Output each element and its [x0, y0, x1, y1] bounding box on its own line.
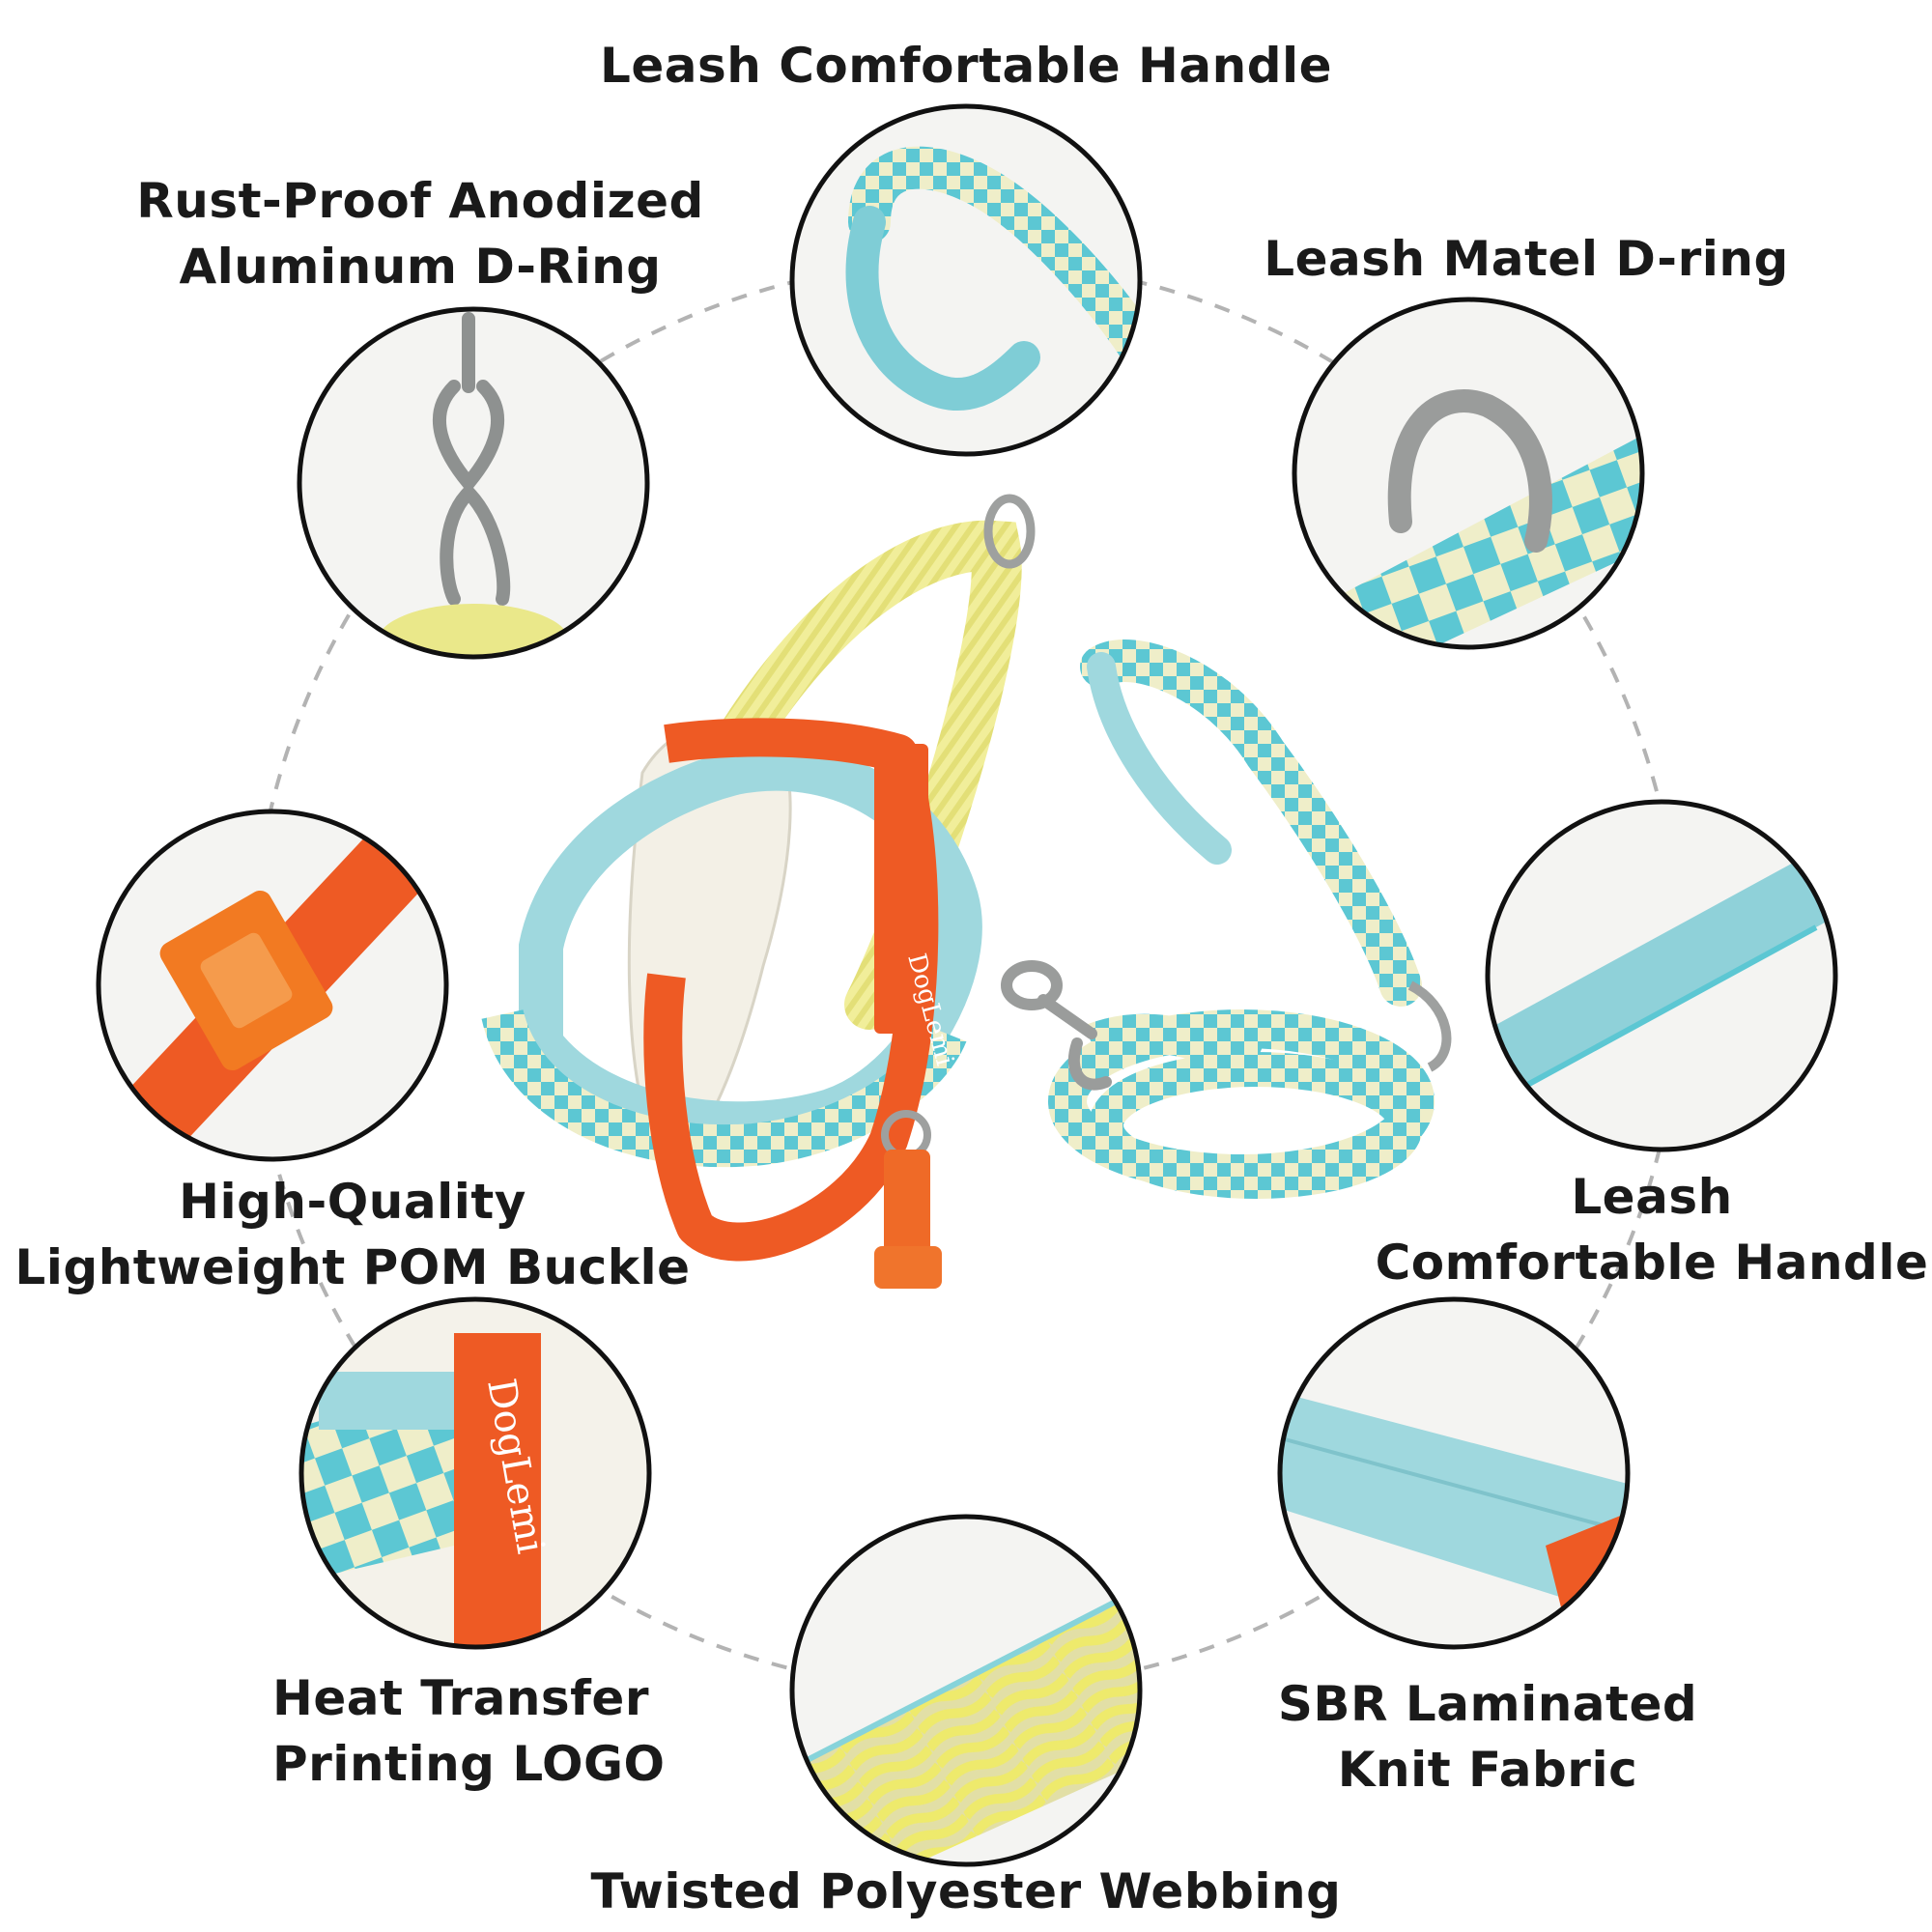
- pom-buckle-closeup: [99, 811, 446, 1159]
- snap-hook-closeup: [299, 309, 647, 657]
- twisted-webbing-closeup: [792, 1517, 1140, 1864]
- label-twisted-webbing: Twisted Polyester Webbing: [590, 1863, 1342, 1919]
- leash-illustration: [1001, 639, 1452, 1199]
- label-pom-buckle: High-Quality Lightweight POM Buckle: [14, 1174, 691, 1295]
- padded-handle-closeup: [1488, 802, 1835, 1150]
- leash-handle-closeup: [792, 106, 1140, 454]
- label-top-leash-handle: Leash Comfortable Handle: [599, 38, 1333, 94]
- label-aluminum-d-ring: Rust-Proof Anodized Aluminum D-Ring: [136, 173, 704, 295]
- logo-tag-closeup: DogLemi: [301, 1299, 649, 1647]
- knit-fabric-closeup: [1280, 1299, 1628, 1647]
- label-logo-printing: Heat Transfer Printing LOGO: [272, 1670, 666, 1792]
- label-comfortable-handle: Leash Comfortable Handle: [1375, 1169, 1929, 1291]
- label-metal-d-ring: Leash Matel D-ring: [1264, 231, 1789, 287]
- label-knit-fabric: SBR Laminated Knit Fabric: [1277, 1676, 1698, 1798]
- metal-d-ring-closeup: [1294, 299, 1642, 647]
- harness-illustration: DogLemi: [481, 494, 1036, 1289]
